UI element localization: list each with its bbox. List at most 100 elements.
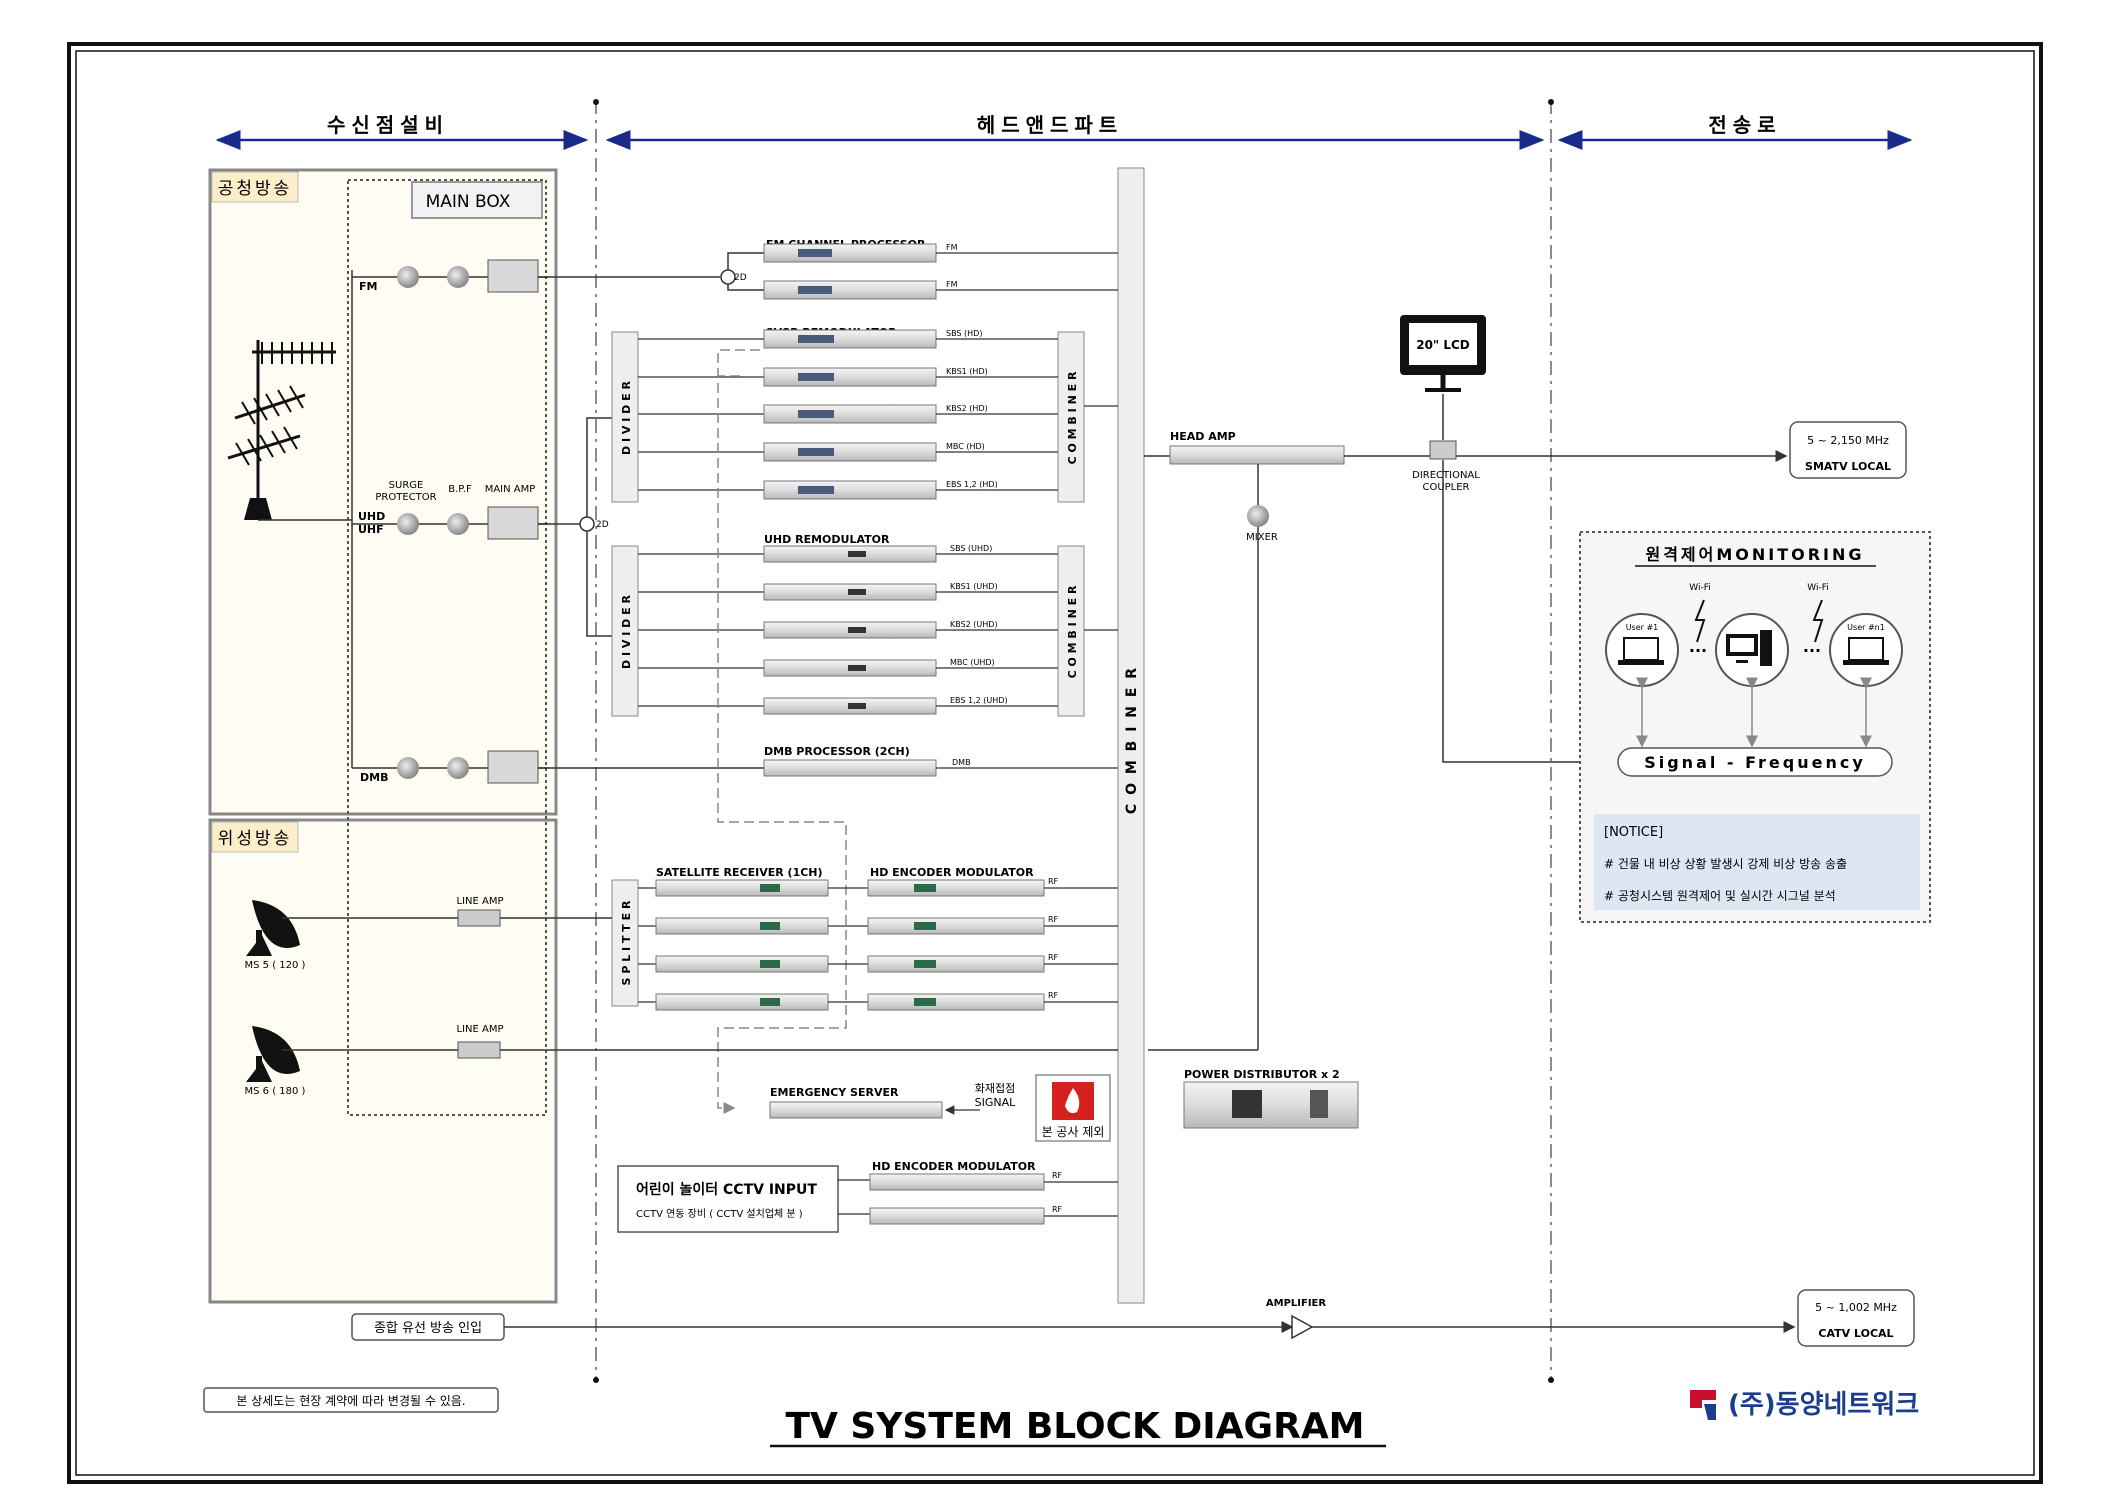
head-amp-label: HEAD AMP bbox=[1170, 430, 1236, 443]
divider-1 bbox=[611, 331, 639, 503]
uhd-output: KBS2 (UHD) bbox=[950, 620, 998, 629]
rf-label: RF bbox=[1048, 877, 1059, 886]
ms6-label: MS 6 ( 180 ) bbox=[245, 1086, 306, 1097]
footnote-box bbox=[203, 1387, 499, 1413]
hd-encoder-modulator bbox=[867, 993, 1045, 1011]
company-name: (주)동양네트워크 bbox=[1728, 1390, 1919, 1420]
fm-output: FM bbox=[946, 280, 958, 289]
rf-label: RF bbox=[1048, 991, 1059, 1000]
outer-frame bbox=[67, 42, 2043, 1484]
cctv-title: 어린이 놀이터 CCTV INPUT bbox=[636, 1181, 817, 1198]
cctv-enc-title: HD ENCODER MODULATOR bbox=[872, 1160, 1036, 1173]
wifi-label-2: Wi-Fi bbox=[1807, 583, 1828, 593]
svg-text:C O M B I N E R: C O M B I N E R bbox=[1066, 585, 1079, 678]
lightning-icon bbox=[1812, 599, 1824, 643]
dc-label-2: COUPLER bbox=[1422, 482, 1469, 493]
surge-label-1: SURGE bbox=[389, 480, 424, 491]
uhd-label: UHD bbox=[358, 510, 385, 523]
satellite-receiver bbox=[655, 993, 829, 1011]
hd-encoder-modulator bbox=[867, 917, 1045, 935]
antenna-icon bbox=[227, 340, 336, 500]
rf-label: RF bbox=[1048, 953, 1059, 962]
catv-range: 5 ~ 1,002 MHz bbox=[1815, 1301, 1897, 1314]
hd-encoder-modulator bbox=[867, 955, 1045, 973]
svg-text:···: ··· bbox=[1689, 641, 1707, 660]
main-title: TV SYSTEM BLOCK DIAGRAM bbox=[785, 1406, 1364, 1447]
section-receive: 수신점설비 bbox=[327, 113, 449, 137]
lcd-label: 20" LCD bbox=[1416, 338, 1470, 352]
uhd-output: EBS 1,2 (UHD) bbox=[950, 696, 1008, 705]
fm-chain bbox=[397, 259, 539, 293]
svg-text:D I V I D E R: D I V I D E R bbox=[620, 595, 633, 669]
uhd-output: MBC (UHD) bbox=[950, 658, 995, 667]
combiner-2 bbox=[1057, 545, 1085, 717]
vsb-remodulator bbox=[763, 404, 937, 424]
uhd-output: KBS1 (UHD) bbox=[950, 582, 998, 591]
dmb-chain bbox=[397, 750, 539, 784]
fm-processor bbox=[763, 280, 937, 300]
cctv-sub: CCTV 연동 장비 ( CCTV 설치업체 분 ) bbox=[636, 1207, 803, 1220]
power-dist-label: POWER DISTRIBUTOR x 2 bbox=[1184, 1068, 1340, 1081]
vsb-output: EBS 1,2 (HD) bbox=[946, 480, 998, 489]
dmb-proc-title: DMB PROCESSOR (2CH) bbox=[764, 745, 910, 758]
usern-label: User #n1 bbox=[1847, 623, 1885, 632]
signal-frequency-label: Signal - Frequency bbox=[1644, 753, 1866, 772]
vsb-remodulator bbox=[763, 442, 937, 462]
svg-text:2D: 2D bbox=[734, 273, 747, 283]
divider-2 bbox=[611, 545, 639, 717]
main-box-label: MAIN BOX bbox=[426, 192, 511, 212]
fm-processor bbox=[763, 243, 937, 263]
company-logo: (주)동양네트워크 bbox=[1690, 1390, 1919, 1420]
laptop-icon bbox=[1623, 637, 1659, 661]
fm-output: FM bbox=[946, 243, 958, 252]
svg-text:S P L I T T E R: S P L I T T E R bbox=[620, 900, 633, 985]
line-amp-label-2: LINE AMP bbox=[457, 1024, 504, 1035]
lightning-icon bbox=[1694, 599, 1706, 643]
vsb-output: KBS1 (HD) bbox=[946, 367, 988, 376]
rf-label: RF bbox=[1048, 915, 1059, 924]
vsb-remodulator bbox=[763, 480, 937, 500]
amplifier-label: AMPLIFIER bbox=[1266, 1298, 1326, 1309]
hd-encoder-modulator bbox=[867, 879, 1045, 897]
mixer bbox=[1247, 505, 1269, 527]
notice-line-1: # 건물 내 비상 상황 발생시 강제 비상 방송 송출 bbox=[1604, 857, 1847, 871]
vsb-output: KBS2 (HD) bbox=[946, 404, 988, 413]
fire-signal-2: SIGNAL bbox=[975, 1096, 1017, 1109]
signal-frequency-box bbox=[1617, 747, 1893, 777]
svg-text:C O M B I N E R: C O M B I N E R bbox=[1124, 666, 1140, 814]
gongcheong-label: 공청방송 bbox=[218, 179, 293, 199]
surge-label-2: PROTECTOR bbox=[375, 492, 436, 503]
satellite-receiver bbox=[655, 879, 829, 897]
notice-box bbox=[1594, 814, 1920, 910]
uhd-title: UHD REMODULATOR bbox=[764, 533, 890, 546]
ms5-label: MS 5 ( 120 ) bbox=[245, 960, 306, 971]
vsb-output: MBC (HD) bbox=[946, 442, 985, 451]
satellite-receiver bbox=[655, 917, 829, 935]
dmb-label: DMB bbox=[360, 771, 388, 784]
cable-in-label: 종합 유선 방송 인입 bbox=[374, 1321, 482, 1336]
main-amp-label: MAIN AMP bbox=[485, 484, 536, 495]
hd-enc-title: HD ENCODER MODULATOR bbox=[870, 866, 1034, 879]
uhd-chain bbox=[397, 506, 539, 540]
emergency-server bbox=[769, 1101, 943, 1119]
svg-text:C O M B I N E R: C O M B I N E R bbox=[1066, 371, 1079, 464]
catv-box bbox=[1797, 1289, 1915, 1347]
head-amp bbox=[1169, 445, 1345, 465]
combiner-1 bbox=[1057, 331, 1085, 503]
uhd-output: SBS (UHD) bbox=[950, 544, 992, 553]
laptop-icon bbox=[1848, 637, 1884, 661]
line-amp-2 bbox=[457, 1041, 501, 1059]
satellite-dish-icon bbox=[246, 900, 300, 1082]
section-headend: 헤드앤드파트 bbox=[977, 113, 1123, 137]
vsb-output: SBS (HD) bbox=[946, 329, 982, 338]
excluded-label: 본 공사 제외 bbox=[1042, 1125, 1105, 1139]
uhf-label: UHF bbox=[358, 523, 384, 536]
smatv-label: SMATV LOCAL bbox=[1805, 460, 1891, 473]
smatv-box bbox=[1789, 421, 1907, 479]
inner-frame bbox=[75, 50, 2035, 1476]
catv-label: CATV LOCAL bbox=[1818, 1327, 1893, 1340]
cctv-encoder-1 bbox=[869, 1173, 1045, 1191]
main-combiner bbox=[1117, 167, 1145, 1304]
bpf-label: B.P.F bbox=[448, 484, 472, 495]
